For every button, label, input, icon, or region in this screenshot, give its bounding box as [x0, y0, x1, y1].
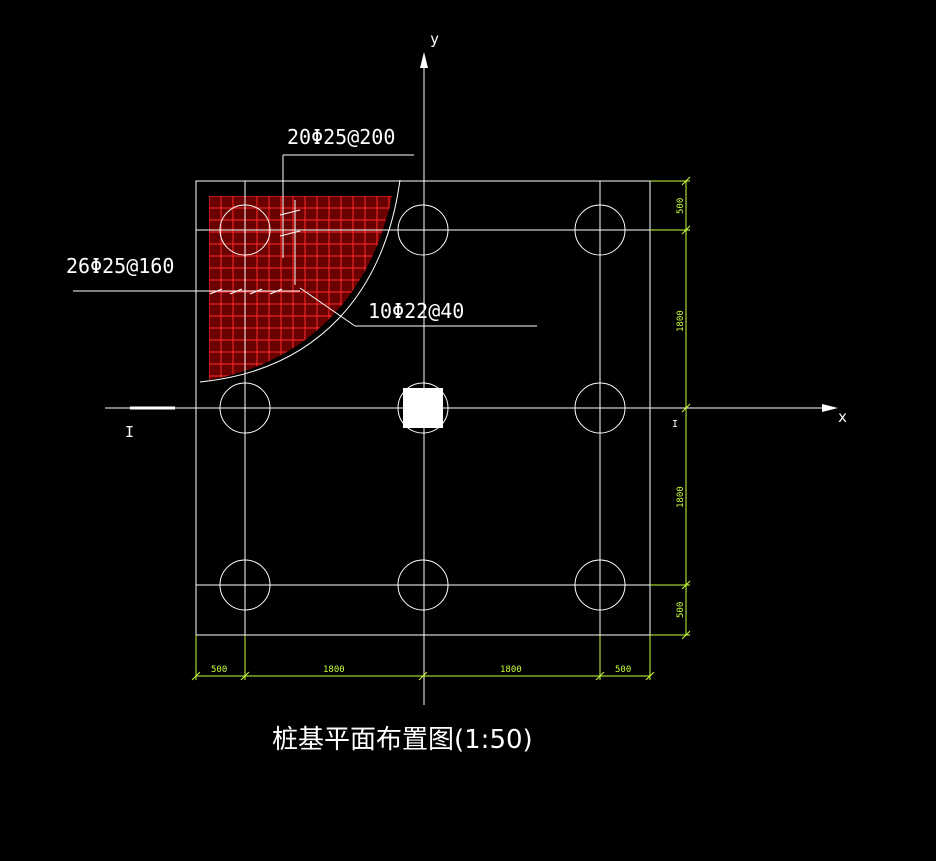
leader-top-tick-c	[279, 230, 301, 237]
pile-9	[574, 559, 626, 611]
dim-right-tick-4	[681, 580, 691, 590]
dim-bottom-tick-5	[645, 671, 655, 681]
piles	[219, 204, 626, 611]
pile-5	[397, 382, 449, 434]
leader-left-tick-d	[269, 288, 283, 295]
dim-bottom-tick-3	[418, 671, 428, 681]
dim-bottom-1: 500	[211, 665, 227, 675]
rebar-mesh-region	[209, 196, 392, 380]
column-square	[403, 388, 443, 428]
section-mark-right: I	[672, 419, 678, 430]
pile-4	[219, 382, 271, 434]
y-axis-arrow	[420, 52, 428, 68]
dim-right-tick-3	[681, 403, 691, 413]
dim-bottom-tick-1	[191, 671, 201, 681]
dim-right-2: 1800	[676, 310, 686, 332]
dim-bottom-2: 1800	[323, 665, 345, 675]
dim-right-tick-5	[681, 630, 691, 640]
mesh-boundary-arc	[199, 179, 401, 383]
dim-right-tick-1	[681, 176, 691, 186]
dim-bottom-tick-2	[240, 671, 250, 681]
section-mark-left: I	[125, 423, 134, 441]
leader-left-tick-a	[209, 288, 223, 295]
drawing-title: 桩基平面布置图(1:50)	[272, 725, 533, 755]
dimension-chain-bottom: 500 1800 1800 500	[191, 635, 655, 681]
dim-right-1: 500	[676, 198, 686, 214]
pile-1	[219, 204, 271, 256]
rebar-label-top: 20Φ25@200	[287, 125, 395, 149]
leader-top-tick-b	[279, 209, 301, 216]
pile-3	[574, 204, 626, 256]
dimension-chain-right: 500 1800 1800 500	[650, 176, 691, 640]
leader-mid-diagonal	[299, 287, 356, 327]
main-axes	[105, 52, 838, 705]
rebar-label-left: 26Φ25@160	[66, 254, 174, 278]
rebar-label-mid: 10Φ22@40	[368, 299, 464, 323]
dim-bottom-3: 1800	[500, 665, 522, 675]
rebar-leaders	[73, 154, 537, 327]
pile-6	[574, 382, 626, 434]
dim-bottom-tick-4	[595, 671, 605, 681]
y-axis-label: y	[430, 30, 439, 48]
dim-bottom-4: 500	[615, 665, 631, 675]
pile-7	[219, 559, 271, 611]
x-axis-label: x	[838, 408, 847, 426]
leader-left-tick-b	[229, 288, 243, 295]
x-axis-arrow	[822, 404, 838, 412]
dim-right-tick-2	[681, 225, 691, 235]
pile-8	[397, 559, 449, 611]
dim-right-3: 1800	[676, 486, 686, 508]
pile-grid-lines	[196, 181, 650, 680]
leader-left-tick-c	[249, 288, 263, 295]
pile-2	[397, 204, 449, 256]
dim-right-4: 500	[676, 602, 686, 618]
